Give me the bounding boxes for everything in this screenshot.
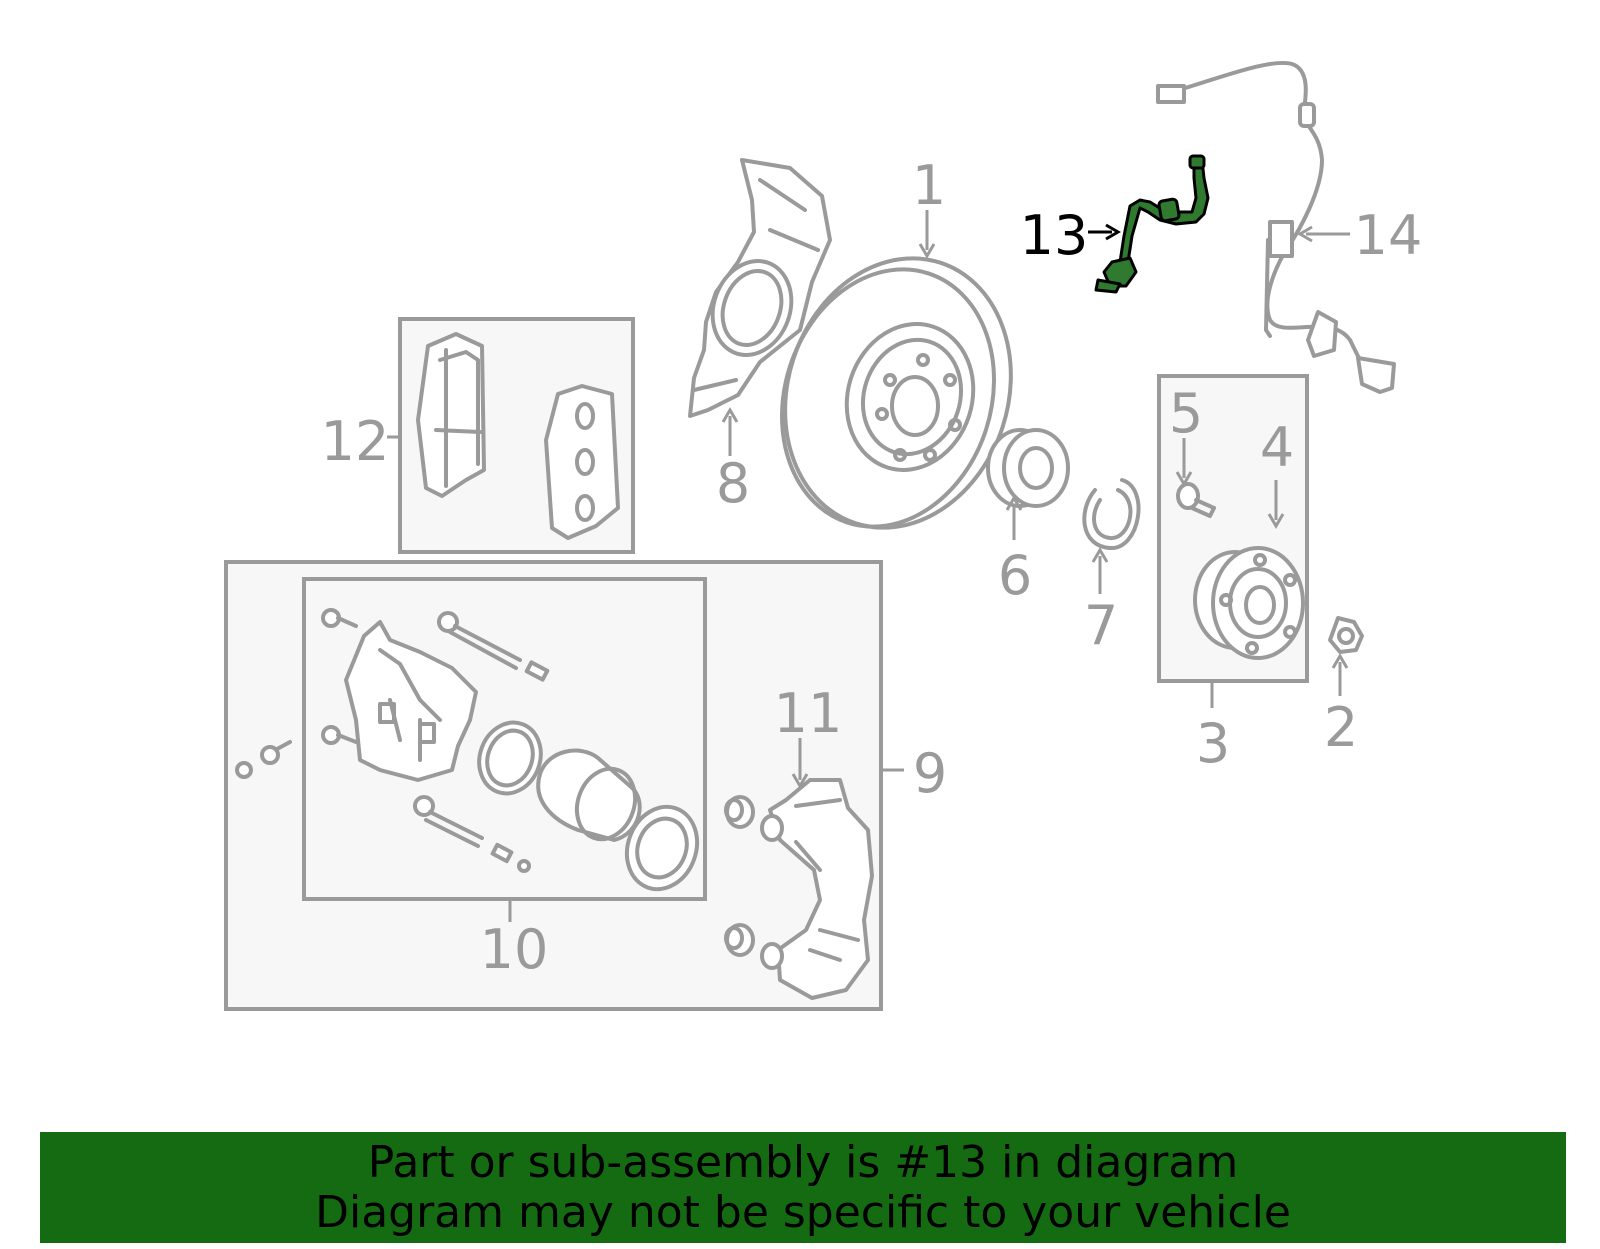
notice-banner: Part or sub-assembly is #13 in diagram D… xyxy=(40,1132,1566,1243)
part-10-caliper xyxy=(235,608,700,892)
callout-5: 5 xyxy=(1169,382,1203,445)
callout-13: 13 xyxy=(1020,204,1089,267)
callout-2: 2 xyxy=(1324,696,1358,759)
notice-banner-background xyxy=(40,1132,1566,1243)
callout-10: 10 xyxy=(480,918,549,981)
leader-lines xyxy=(387,210,1350,922)
callout-8: 8 xyxy=(716,452,750,515)
callout-12: 12 xyxy=(321,410,390,473)
part-7-snap-ring xyxy=(1082,478,1141,551)
part-5-hub-bolt xyxy=(1176,482,1216,518)
callout-14: 14 xyxy=(1354,204,1423,267)
banner-line-part-number: Part or sub-assembly is #13 in diagram xyxy=(367,1136,1239,1188)
part-6-wheel-bearing xyxy=(986,428,1070,508)
part-1-brake-rotor xyxy=(780,256,1013,530)
callout-6: 6 xyxy=(998,544,1032,607)
callout-7: 7 xyxy=(1084,594,1118,657)
callout-11: 11 xyxy=(774,682,843,745)
callout-3: 3 xyxy=(1196,712,1230,775)
part-14-abs-sensor xyxy=(1156,61,1396,394)
part-12-brake-pads xyxy=(416,332,620,540)
callout-9: 9 xyxy=(913,742,947,805)
part-2-lock-nut xyxy=(1328,616,1364,654)
banner-line-disclaimer: Diagram may not be specific to your vehi… xyxy=(315,1186,1291,1238)
callout-4: 4 xyxy=(1260,416,1294,479)
callout-1: 1 xyxy=(912,154,946,217)
part-4-wheel-hub xyxy=(1193,546,1305,660)
part-13-brake-hose xyxy=(1094,154,1210,294)
part-11-caliper-bracket xyxy=(724,778,874,1000)
part-8-dust-shield xyxy=(688,158,832,418)
